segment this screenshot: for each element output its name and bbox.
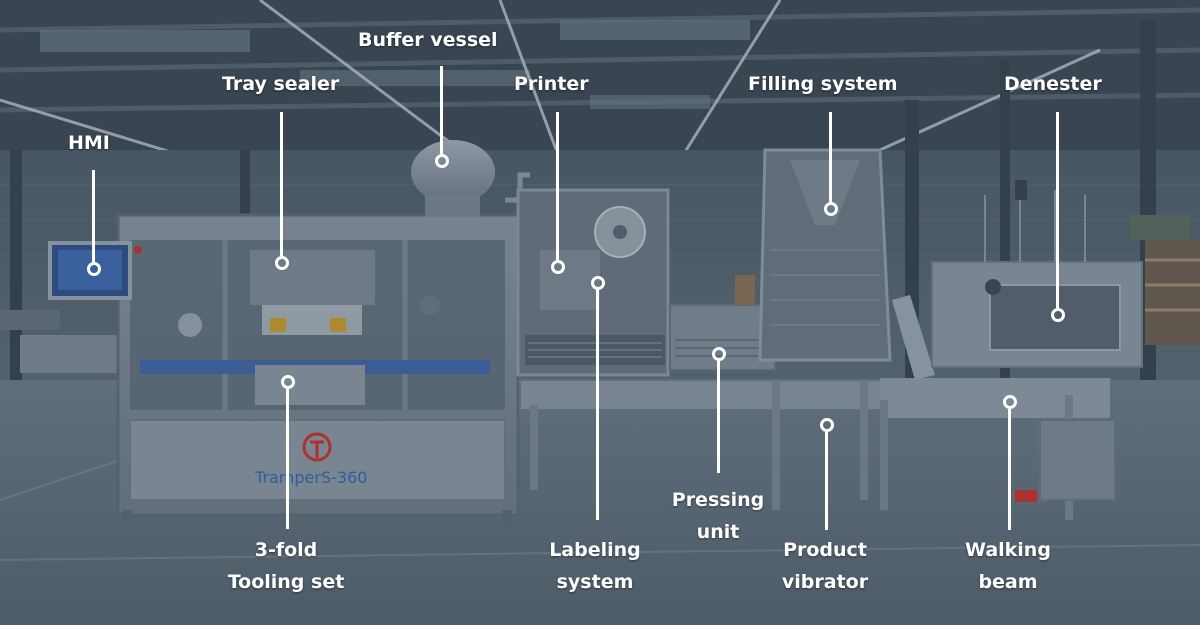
denester-leader-line: [1056, 112, 1059, 308]
filling-system-label-text: Filling system: [748, 73, 898, 95]
labeling-system-label: Labeling system: [542, 534, 648, 598]
product-vibrator-label-line-1: Product: [783, 539, 867, 561]
pressing-unit-label-line-1: Pressing: [671, 489, 765, 511]
printer-label: Printer: [514, 68, 589, 100]
tooling-set-marker: [281, 375, 295, 389]
tray-sealer-label-text: Tray sealer: [222, 73, 340, 95]
filling-system-marker: [824, 202, 838, 216]
tray-sealer-leader-line: [280, 112, 283, 256]
printer-marker: [551, 260, 565, 274]
pressing-unit-label-line-2: unit: [696, 521, 740, 543]
tooling-set-label: 3-fold Tooling set: [221, 534, 351, 598]
walking-beam-label-line-2: beam: [978, 571, 1038, 593]
labeling-system-leader-line: [596, 290, 599, 520]
tooling-set-label-line-1: 3-fold: [254, 539, 318, 561]
printer-label-text: Printer: [514, 73, 589, 95]
walking-beam-leader-line: [1008, 409, 1011, 530]
labeling-system-label-line-2: system: [556, 571, 634, 593]
denester-label-text: Denester: [1004, 73, 1102, 95]
walking-beam-label: Walking beam: [958, 534, 1058, 598]
pressing-unit-label: Pressing unit: [664, 484, 772, 548]
buffer-vessel-leader-line: [440, 66, 443, 154]
tray-sealer-label: Tray sealer: [222, 68, 339, 100]
filling-system-leader-line: [829, 112, 832, 202]
product-vibrator-marker: [820, 418, 834, 432]
hmi-label: HMI: [68, 127, 110, 159]
labeling-system-marker: [591, 276, 605, 290]
walking-beam-label-line-1: Walking: [965, 539, 1051, 561]
product-vibrator-label: Product vibrator: [770, 534, 880, 598]
walking-beam-marker: [1003, 395, 1017, 409]
denester-label: Denester: [1004, 68, 1102, 100]
product-vibrator-label-line-2: vibrator: [781, 571, 869, 593]
filling-system-label: Filling system: [748, 68, 898, 100]
hmi-label-text: HMI: [68, 132, 110, 154]
hmi-marker: [87, 262, 101, 276]
tray-sealer-marker: [275, 256, 289, 270]
buffer-vessel-marker: [435, 154, 449, 168]
printer-leader-line: [556, 112, 559, 260]
tooling-set-label-line-2: Tooling set: [227, 571, 345, 593]
buffer-vessel-label: Buffer vessel: [358, 24, 498, 56]
hmi-leader-line: [92, 170, 95, 262]
pressing-unit-leader-line: [717, 361, 720, 473]
labeling-system-label-line-1: Labeling: [549, 539, 641, 561]
tooling-set-leader-line: [286, 389, 289, 529]
machine-brand-text: TramperS-360: [255, 468, 368, 487]
pressing-unit-marker: [712, 347, 726, 361]
buffer-vessel-label-text: Buffer vessel: [358, 29, 498, 51]
denester-marker: [1051, 308, 1065, 322]
product-vibrator-leader-line: [825, 432, 828, 530]
